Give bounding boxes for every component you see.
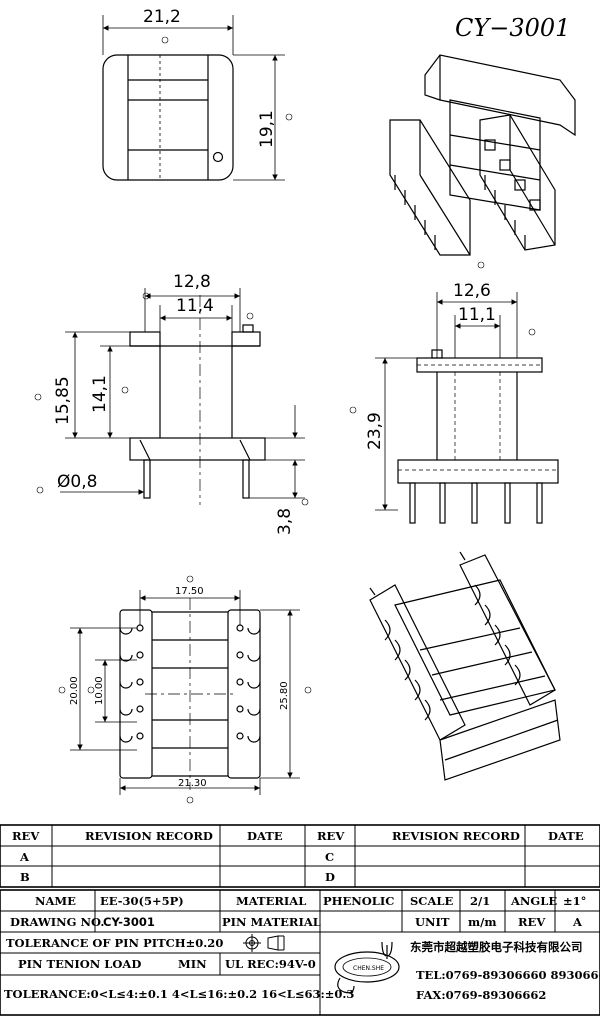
unit-label: UNIT [415,915,450,929]
name-label: NAME [35,894,76,908]
min-label: MIN [178,957,207,971]
front-view [60,288,305,505]
company-name: 东莞市超越塑胶电子科技有限公司 [410,940,583,954]
scale-label: SCALE [410,894,453,908]
material-label: MATERIAL [236,894,306,908]
dim-side-inner-width: 11,1 [458,305,496,325]
title-block-lines [0,824,600,1016]
dim-front-inner-width: 11,4 [176,296,214,316]
rev-row-d: D [325,870,335,884]
fax: FAX:0769-89306662 [416,988,546,1002]
telephone: TEL:0769-89306660 89306661 [416,968,600,982]
rev-header-1: REV [12,829,40,843]
isometric-view-bottom [369,551,561,781]
tolerance-table: TOLERANCE:0<L≤4:±0.1 4<L≤16:±0.2 16<L≤63… [4,987,354,1001]
rev-row-a: A [19,850,30,864]
side-view [375,292,559,524]
dim-bottom-height-1: 20.00 [69,676,80,705]
dim-bottom-height-3: 25.80 [279,681,290,710]
dim-front-height-inner: 14,1 [90,375,110,413]
angle-value: ±1° [563,894,586,908]
dim-top-height: 19,1 [257,110,277,148]
rev-header-2: REV [317,829,345,843]
ul-rating: UL REC:94V-0 [225,957,316,971]
name-value: EE-30(5+5P) [100,894,184,908]
dim-pin-diameter: Ø0,8 [57,472,97,492]
projection-symbol-icon [243,934,285,952]
dim-front-height-outer: 15,85 [53,376,73,425]
drawing-no-value: CY-3001 [103,915,155,929]
tolerance-pin-pitch: TOLERANCE OF PIN PITCH±0.20 [6,936,223,950]
rev-row-c: C [325,850,334,864]
dim-side-height: 23,9 [365,412,385,450]
drawing-title: CY−3001 [455,14,570,42]
date-header-1: DATE [247,829,283,843]
pin-tension-label: PIN TENION LOAD [18,957,141,971]
dim-front-outer-width: 12,8 [173,272,211,292]
company-logo [334,941,400,994]
dim-bottom-height-2: 10.00 [94,676,105,705]
scale-value: 2/1 [470,894,490,908]
revision-record-header-1: REVISION RECORD [85,829,213,843]
date-header-2: DATE [548,829,584,843]
isometric-view-top [389,54,576,256]
dim-side-outer-width: 12,6 [453,281,491,301]
unit-value: m/m [468,915,497,929]
bottom-view [70,590,300,795]
rev-value: A [572,915,583,929]
angle-label: ANGLE [510,894,557,908]
dim-bottom-width-2: 21.30 [178,778,207,789]
dim-pin-length: 3,8 [275,508,295,535]
dim-bottom-row-width: 17.50 [175,586,204,597]
revision-record-header-2: REVISION RECORD [392,829,520,843]
drawing-no-label: DRAWING NO. [10,915,104,929]
rev-row-b: B [20,870,30,884]
material-value: PHENOLIC [323,894,394,908]
top-view [102,15,285,181]
dim-top-width: 21,2 [143,7,181,27]
rev-label: REV [518,915,546,929]
pin-material-label: PIN MATERIAL [222,915,321,929]
logo-mid-text: CHEN.SHE [353,965,384,972]
